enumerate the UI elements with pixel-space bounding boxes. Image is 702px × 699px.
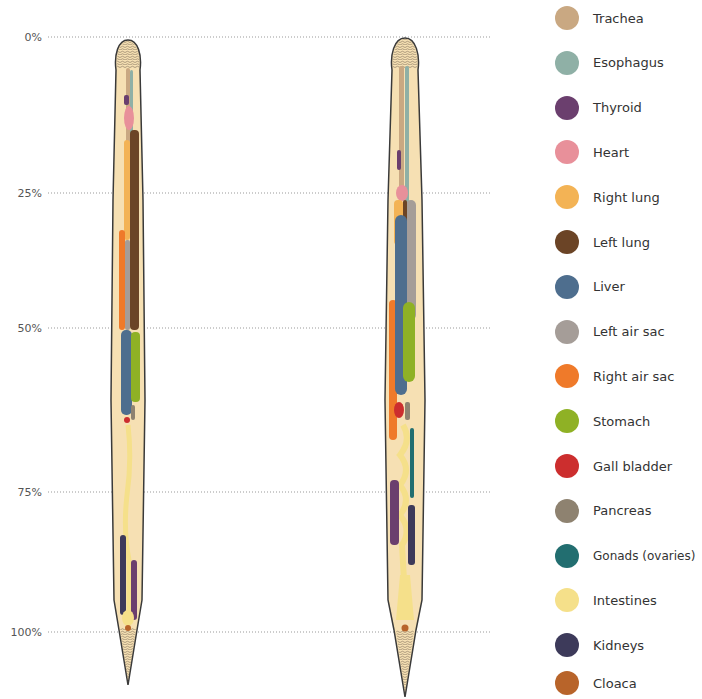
legend-swatch [555,320,579,344]
legend-entry: Kidneys [555,632,644,658]
legend-text: Esophagus [593,55,664,70]
percent-label: 25% [2,187,42,200]
legend-swatch [555,230,579,254]
legend-text: Kidneys [593,638,644,653]
left-snake [111,40,145,685]
legend-swatch [555,499,579,523]
legend-entry: Heart [555,139,629,165]
legend-text: Gall bladder [593,459,672,474]
legend-entry: Right lung [555,184,660,210]
legend-swatch [555,588,579,612]
legend-swatch [555,140,579,164]
legend-entry: Intestines [555,587,657,613]
percent-label: 0% [2,31,42,44]
legend-swatch [555,96,579,120]
legend-text: Intestines [593,593,657,608]
legend-text: Right lung [593,190,660,205]
legend-swatch [555,633,579,657]
legend-entry: Liver [555,274,625,300]
legend-entry: Right air sac [555,363,674,389]
legend-text: Stomach [593,414,650,429]
legend-entry: Stomach [555,408,650,434]
legend-entry: Thyroid [555,95,642,121]
legend-text: Gonads (ovaries) [593,549,695,563]
legend-entry: Esophagus [555,50,664,76]
legend-swatch [555,454,579,478]
percent-label: 100% [2,626,42,639]
legend-swatch [555,544,579,568]
legend-swatch [555,671,579,695]
legend-entry: Gall bladder [555,453,672,479]
legend-entry: Trachea [555,5,644,31]
legend-text: Cloaca [593,676,637,691]
legend-swatch [555,6,579,30]
legend-text: Left air sac [593,324,665,339]
legend-swatch [555,275,579,299]
percent-label: 50% [2,322,42,335]
legend-text: Trachea [593,11,644,26]
legend-text: Right air sac [593,369,674,384]
legend-text: Left lung [593,235,650,250]
legend-text: Thyroid [593,100,642,115]
legend-entry: Gonads (ovaries) [555,543,695,569]
legend-text: Liver [593,279,625,294]
legend-swatch [555,51,579,75]
legend-swatch [555,185,579,209]
legend-text: Heart [593,145,629,160]
legend-swatch [555,409,579,433]
legend-swatch [555,364,579,388]
percent-label: 75% [2,486,42,499]
legend-entry: Cloaca [555,670,637,696]
legend-entry: Pancreas [555,498,651,524]
right-snake [385,38,425,697]
legend-text: Pancreas [593,503,651,518]
legend-entry: Left lung [555,229,650,255]
legend-entry: Left air sac [555,319,665,345]
